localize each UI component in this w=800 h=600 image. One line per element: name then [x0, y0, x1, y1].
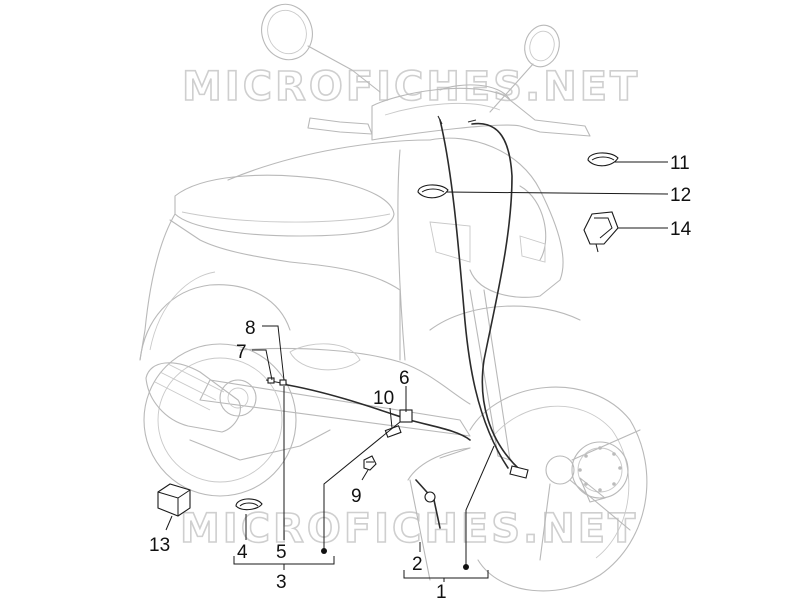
rubber-block — [157, 483, 191, 517]
mirror-left — [261, 3, 381, 93]
callout-3: 3 — [276, 572, 287, 593]
watermark-top: MICROFICHES.NET — [182, 64, 640, 110]
cable-guide-14 — [583, 211, 619, 253]
reference-dot-3 — [321, 548, 327, 554]
clamp-11 — [587, 152, 619, 167]
loose-parts — [157, 152, 619, 517]
callout-6: 6 — [399, 368, 410, 389]
callout-10: 10 — [373, 388, 394, 409]
callout-5: 5 — [276, 542, 287, 563]
mirror-right — [489, 24, 560, 113]
callout-13: 13 — [149, 535, 170, 556]
cable-end-7 — [267, 377, 275, 384]
callout-11: 11 — [670, 153, 690, 174]
detail-inset — [407, 447, 471, 581]
callout-12: 12 — [670, 185, 691, 206]
callout-1: 1 — [436, 582, 447, 600]
cables — [265, 115, 529, 479]
rear-wheel — [143, 343, 297, 497]
rear-fender — [139, 284, 291, 361]
callout-7: 7 — [236, 342, 247, 363]
callout-labels: 8 7 6 10 9 13 4 5 3 2 1 11 12 14 — [149, 153, 692, 600]
front-brake-cable — [437, 115, 521, 471]
cable-hub-end — [509, 465, 529, 479]
callout-2: 2 — [412, 554, 423, 575]
cable-end-8 — [279, 379, 287, 386]
callout-8: 8 — [245, 318, 256, 339]
speedometer-cable — [265, 379, 471, 441]
clamp-12 — [417, 184, 449, 199]
front-shield — [227, 137, 564, 361]
cable-clip-4 — [235, 498, 263, 511]
front-fork — [429, 289, 581, 461]
seat — [139, 174, 395, 361]
scooter-outline — [139, 3, 648, 592]
callout-4: 4 — [237, 542, 248, 563]
reference-dot-1 — [463, 564, 469, 570]
watermark-bottom: MICROFICHES.NET — [180, 506, 638, 552]
leader-lines — [165, 161, 669, 582]
clip-9 — [363, 455, 377, 471]
handlebar — [307, 84, 591, 141]
muffler — [145, 362, 331, 461]
front-wheel — [469, 386, 648, 592]
callout-14: 14 — [670, 219, 692, 240]
callout-9: 9 — [351, 486, 362, 507]
